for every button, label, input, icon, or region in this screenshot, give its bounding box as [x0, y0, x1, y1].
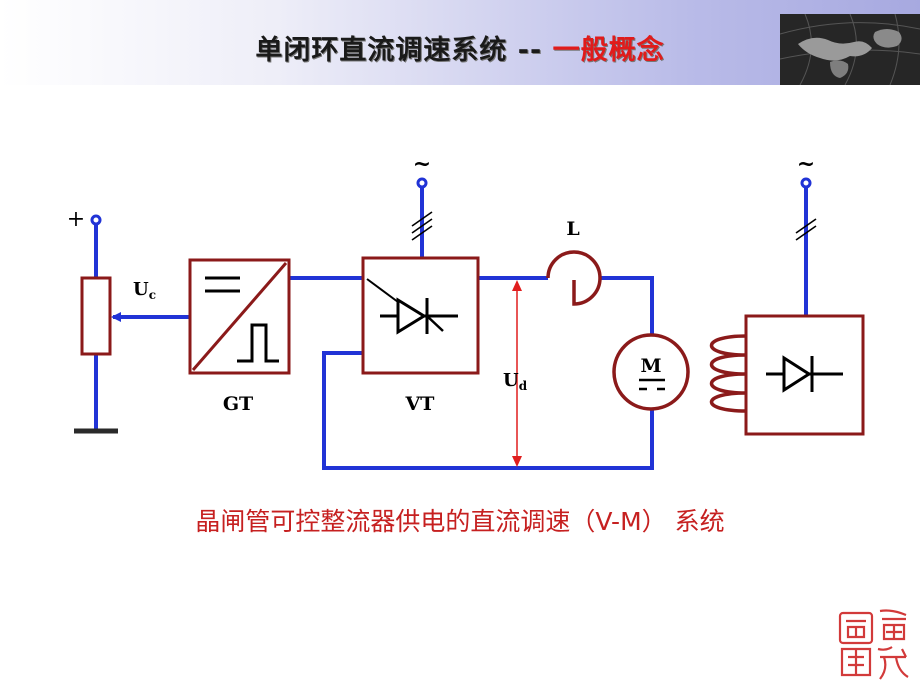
seal-logo [836, 605, 914, 683]
potentiometer [80, 276, 112, 356]
ac-symbol-vt: ~ [413, 151, 431, 177]
plus-label: + [67, 207, 85, 232]
inductor-l [546, 250, 602, 306]
l-label: L [566, 218, 579, 240]
slide-title: 单闭环直流调速系统 -- 一般概念 [0, 28, 920, 67]
ud-arrow [512, 280, 522, 467]
gt-block [188, 258, 291, 375]
ac-symbol-excitation: ~ [797, 151, 815, 177]
motor-label: M [640, 355, 661, 377]
wire-inductor-to-motor [600, 276, 654, 336]
ud-label: Ud [503, 370, 528, 393]
title-main: 单闭环直流调速系统 -- [255, 35, 553, 66]
uc-label: Uc [133, 279, 156, 302]
diagram-caption: 晶闸管可控整流器供电的直流调速（V-M） 系统 [195, 507, 725, 536]
world-map-image [780, 14, 920, 85]
title-sub: 一般概念 [552, 35, 665, 66]
vm-circuit-diagram: ~ ~ + Uc GT VT L Ud M [67, 151, 865, 470]
three-phase-mark-excitation [795, 218, 817, 241]
slide-header: 单闭环直流调速系统 -- 一般概念 [0, 0, 920, 85]
ud-label-sub: d [519, 379, 528, 393]
ac-terminal-vt [416, 177, 428, 189]
ud-label-main: U [503, 370, 519, 391]
excitation-rectifier-block [744, 314, 865, 436]
gt-label: GT [223, 393, 253, 415]
vt-block [361, 256, 480, 375]
motor [612, 333, 690, 411]
vt-label: VT [405, 393, 435, 415]
excitation-coil [710, 334, 747, 413]
uc-label-sub: c [149, 288, 156, 302]
ac-terminal-excitation [800, 177, 812, 189]
wire-return-loop [322, 351, 654, 470]
wires [94, 186, 808, 470]
plus-terminal [90, 214, 102, 226]
uc-label-main: U [133, 279, 149, 300]
three-phase-mark-vt [411, 211, 433, 241]
